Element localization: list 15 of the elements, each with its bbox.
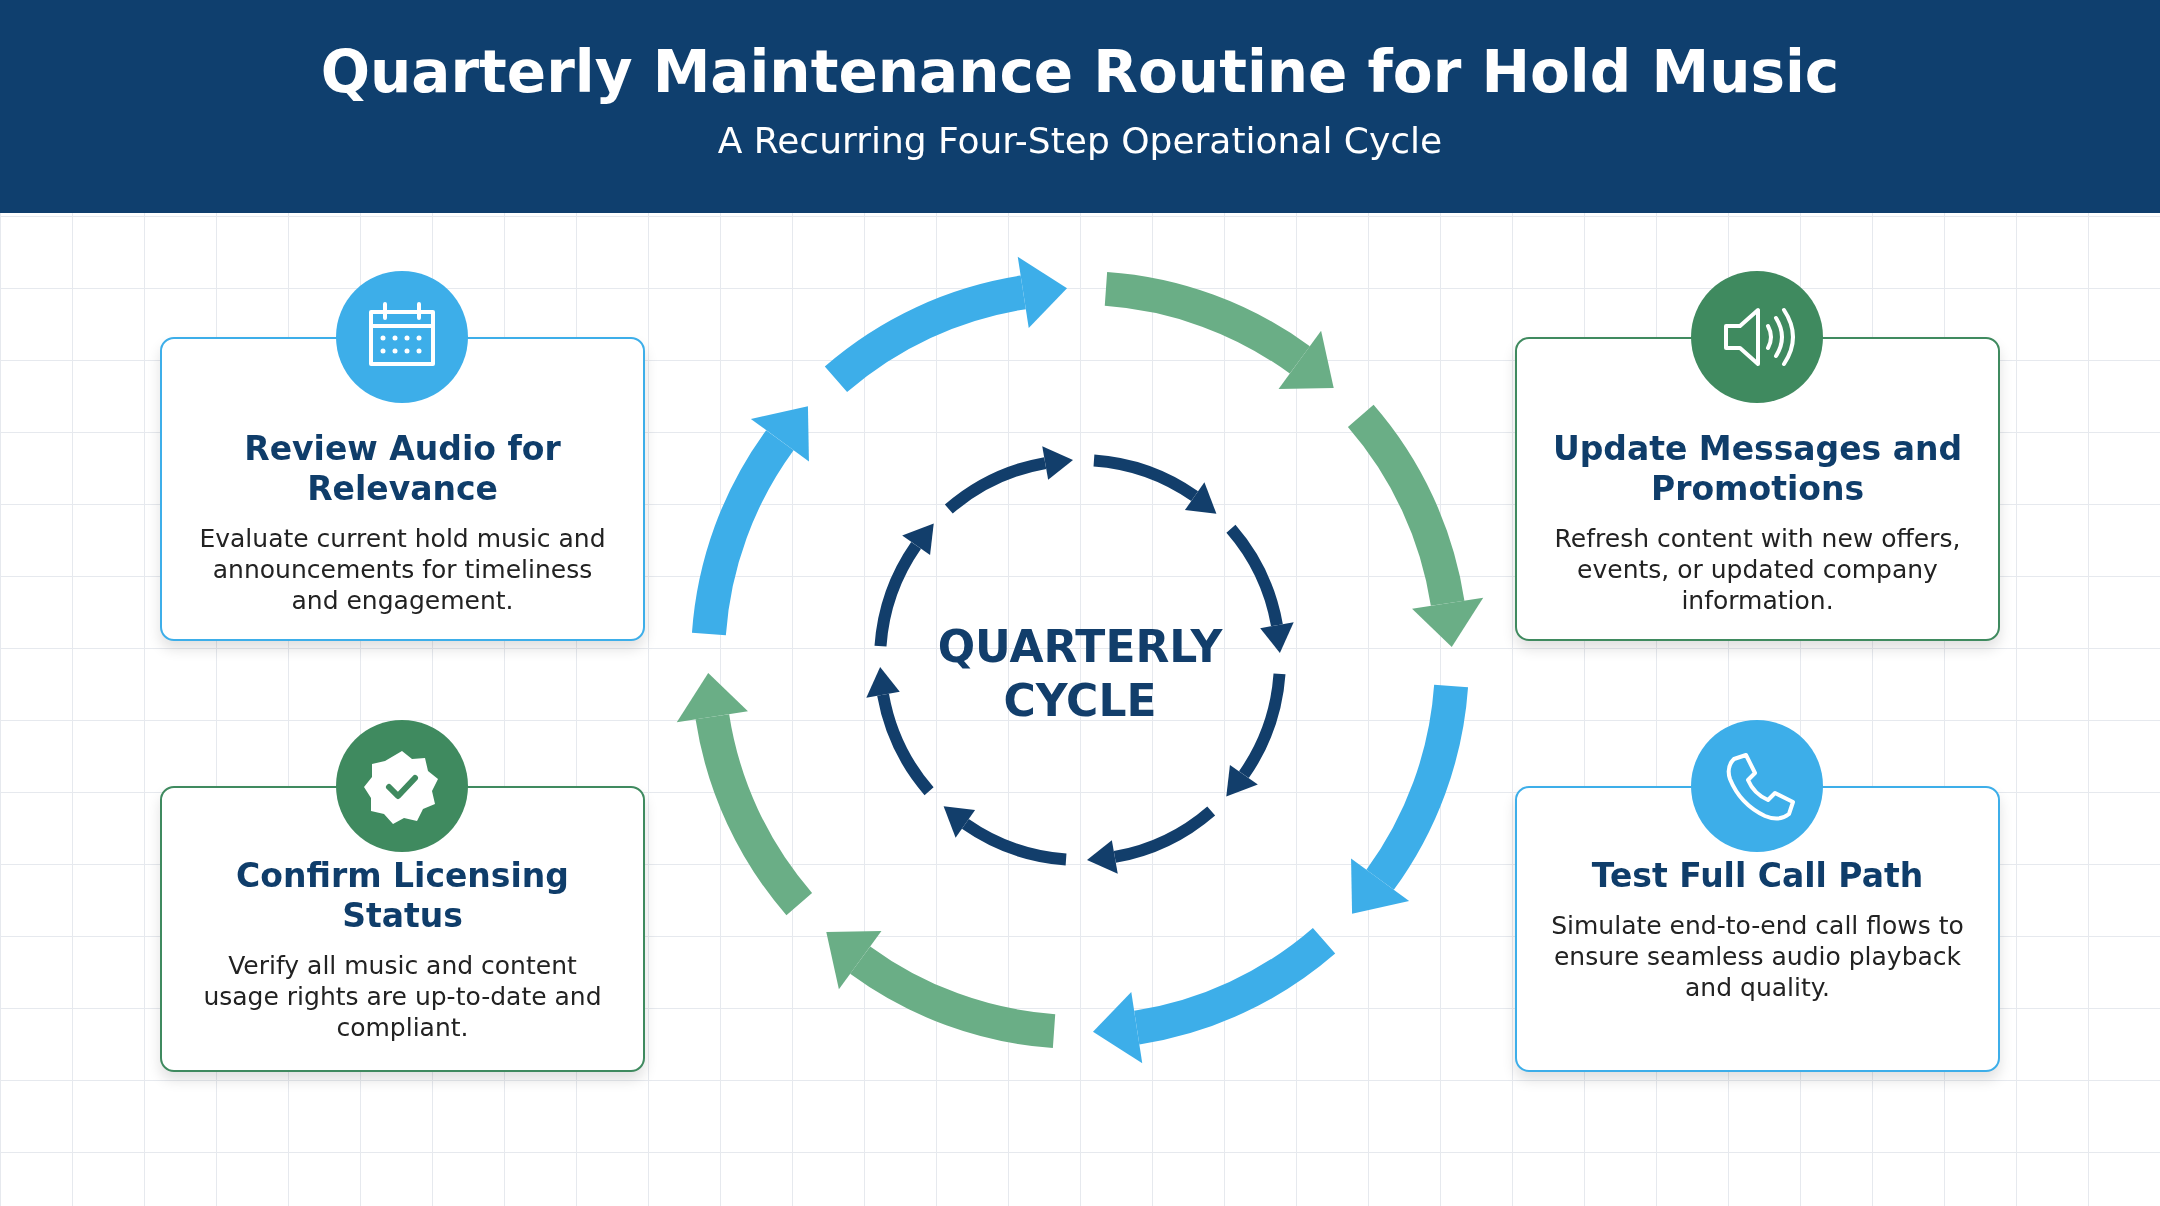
step-heading: Update Messages and Promotions: [1551, 429, 1964, 509]
step-card: [1515, 786, 2000, 1072]
step-description: Verify all music and content usage rights are up-to-date and compliant.: [202, 950, 603, 1043]
step-heading: Confirm Licensing Status: [235, 856, 570, 936]
title: Quarterly Maintenance Routine for Hold Music: [319, 38, 1841, 106]
step-heading: Test Full Call Path: [1590, 856, 1925, 896]
cycle-label: QUARTERLY CYCLE: [900, 620, 1260, 728]
subtitle: A Recurring Four-Step Operational Cycle: [716, 120, 1444, 161]
step-description: Evaluate current hold music and announcements for timeliness and engagement.: [198, 523, 607, 616]
step-card: [1515, 337, 2000, 641]
step-description: Refresh content with new offers, events, or updated company information.: [1553, 523, 1962, 616]
step-card: [160, 786, 645, 1072]
step-card: [160, 337, 645, 641]
step-description: Simulate end-to-end call flows to ensure seamless audio playback and quality.: [1550, 910, 1965, 1003]
step-heading: Review Audio for Relevance: [243, 429, 562, 509]
